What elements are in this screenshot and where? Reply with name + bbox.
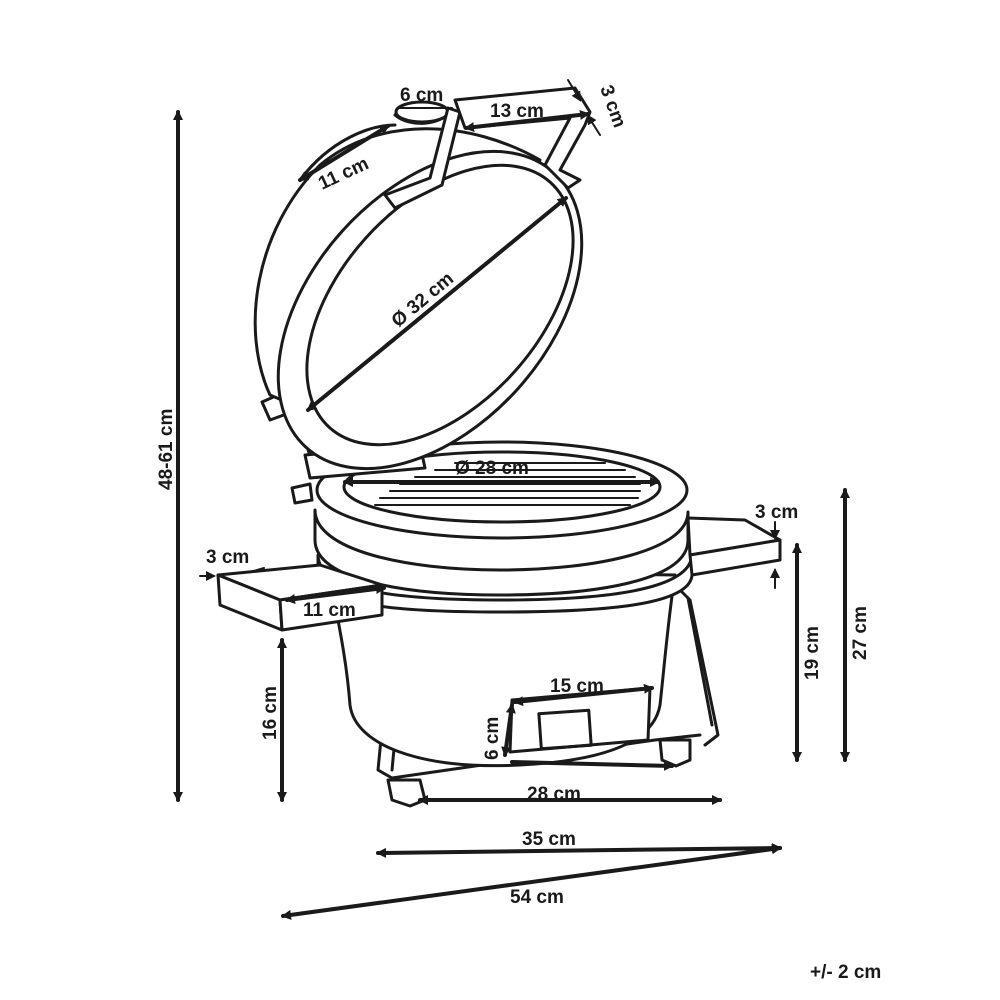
dim-handle-height-2 [586,114,601,136]
bottom-vent [508,686,652,754]
dim-vent-width [513,683,654,707]
dim-vent-base [510,760,674,771]
dim-handle-length [464,109,590,133]
label-grill-diameter: Ø 28 cm [455,458,529,479]
label-base-width: 28 cm [527,784,581,805]
grill-illustration [216,86,782,808]
label-total-height: 48-61 cm [156,409,177,490]
label-vent-width: 15 cm [550,676,604,697]
label-right-table-thickness: 3 cm [755,502,798,523]
dim-left-table-depth [285,584,386,604]
label-total-width: 54 cm [510,887,564,908]
label-handle-height: 3 cm [595,83,630,131]
label-left-table-thickness: 3 cm [206,547,249,568]
dim-lid-vent [298,124,390,182]
cooking-grate [374,462,641,506]
label-tolerance: +/- 2 cm [810,962,881,983]
dim-handle-height [567,79,582,102]
label-lid-top-width: 6 cm [400,85,443,106]
label-vent-height: 6 cm [482,717,503,760]
dim-body-width [376,843,782,858]
dimension-lines [173,79,850,920]
label-body-height: 27 cm [850,606,871,660]
right-side-table [686,516,782,577]
dim-lid-diameter [306,196,568,412]
dim-vent-height [501,703,516,757]
label-left-table-height: 16 cm [260,686,281,740]
label-right-table-height: 19 cm [802,626,823,680]
label-left-table-depth: 11 cm [303,600,356,621]
dim-total-width [281,844,782,920]
label-handle-length: 13 cm [490,101,544,122]
label-body-width: 35 cm [522,829,576,850]
dim-left-table-thickness-2 [249,567,265,573]
